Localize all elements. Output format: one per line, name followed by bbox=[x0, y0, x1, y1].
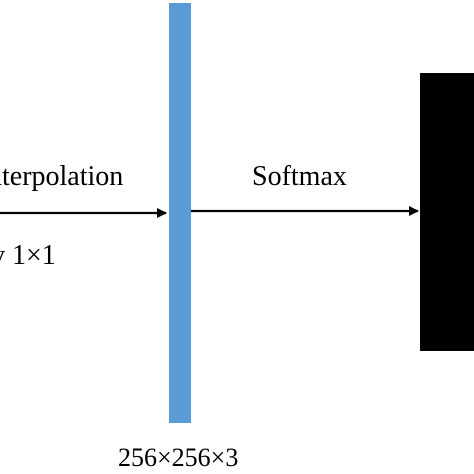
interpolation-label: nterpolation bbox=[0, 161, 124, 192]
softmax-label: Softmax bbox=[252, 161, 347, 192]
dimensions-label: 256×256×3 bbox=[118, 443, 239, 472]
conv-label: v 1×1 bbox=[0, 240, 56, 271]
output-block bbox=[420, 73, 474, 351]
feature-map-bar bbox=[169, 3, 191, 423]
